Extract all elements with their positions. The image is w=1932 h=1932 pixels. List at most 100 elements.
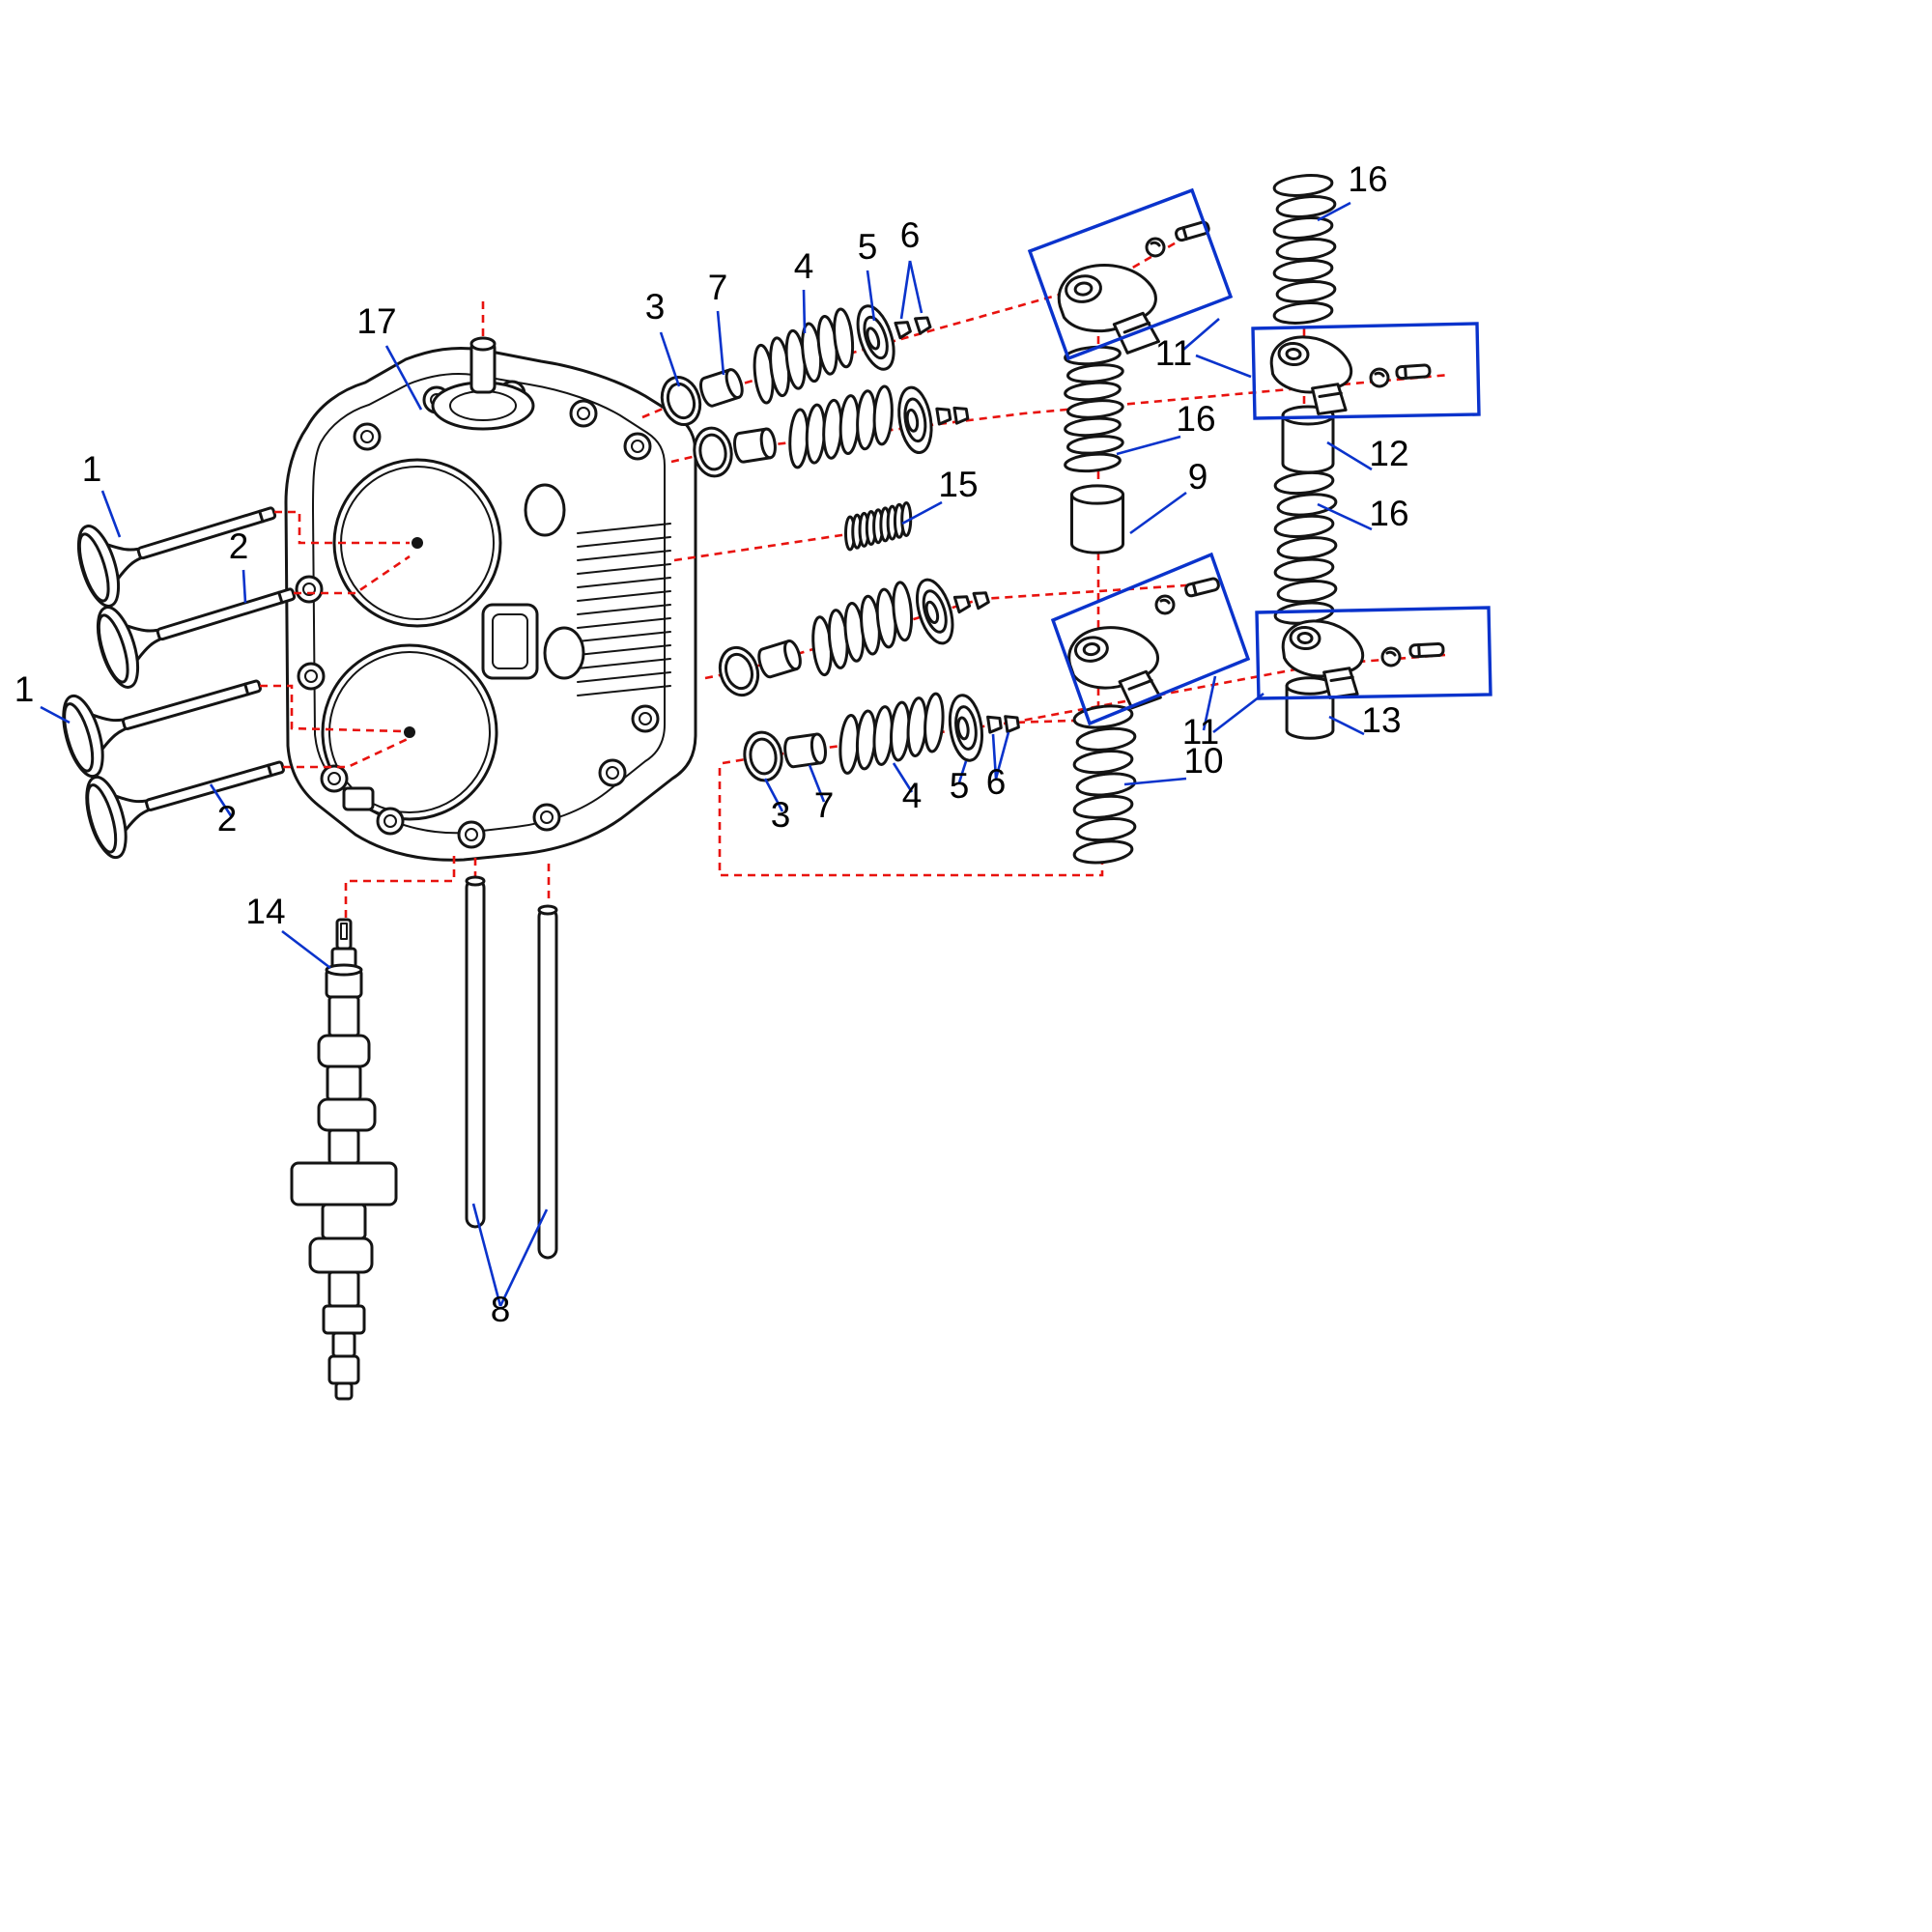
valve-keeper (952, 592, 973, 614)
callout-long-spring: 10 (1183, 741, 1223, 781)
valve-group-lower-1 (713, 574, 991, 701)
push-rods (467, 877, 556, 1258)
leader-13 (1329, 717, 1364, 734)
callout-cylinder-head: 17 (356, 301, 396, 341)
callout-seal-lower: 3 (771, 795, 791, 835)
rocker-box-2 (1253, 324, 1479, 418)
rocker-assembly-2 (1266, 333, 1432, 418)
callout-keepers-lower: 6 (986, 762, 1007, 802)
rocker-box-1 (1030, 190, 1231, 358)
valve-spring (795, 577, 930, 681)
callout-exhaust-valve-upper: 2 (229, 526, 249, 566)
rocker-assembly-3 (1064, 576, 1221, 718)
valve-spring (777, 382, 906, 472)
spring-retainer (849, 299, 902, 376)
callout-push-rods: 8 (491, 1290, 511, 1329)
pivot-ball (1145, 237, 1166, 258)
valve-keeper (1004, 713, 1021, 734)
pivot-ball (1154, 594, 1176, 615)
push-rod-1 (467, 879, 484, 1227)
valve-keeper (894, 318, 913, 340)
callout-camshaft: 14 (245, 892, 285, 931)
align-spring15-axis (674, 534, 848, 560)
callout-exhaust-valve-lower: 2 (217, 799, 238, 838)
rocker-spring-mid-right (1272, 469, 1339, 628)
callout-spring-16-mid-left: 16 (1176, 399, 1215, 439)
callout-intake-valve-upper: 1 (82, 449, 102, 489)
callout-spring-16-mid-right: 16 (1369, 494, 1408, 533)
lifter-center (1069, 484, 1125, 554)
camshaft (292, 920, 396, 1399)
exhaust-valve-lower (77, 724, 296, 864)
spring-seat (696, 366, 747, 410)
valve-stem-seal (713, 641, 765, 701)
leader-6-lower-b (996, 732, 1009, 779)
valve-stem-seal (689, 423, 737, 481)
spring-retainer (908, 574, 961, 649)
adjusting-spring (837, 498, 921, 554)
rocker-arm (1053, 256, 1165, 363)
leader-11-upper-a (1183, 319, 1219, 350)
leader-14 (282, 931, 330, 968)
spring-retainer (944, 692, 988, 764)
callout-spring-16-top: 16 (1348, 159, 1387, 199)
leader-10 (1124, 779, 1186, 784)
callout-adjusting-spring: 15 (938, 465, 978, 504)
rocker-box-3 (1053, 554, 1248, 724)
leader-9 (1130, 493, 1186, 533)
rocker-spring-mid-left (1063, 343, 1125, 475)
callout-boxes (1030, 190, 1491, 724)
callout-rocker-lower: 11 (1182, 712, 1219, 752)
cylinder-head (286, 338, 696, 860)
leader-3-upper (661, 332, 679, 386)
valve-train-parts (292, 171, 1445, 1399)
valve-keeper (952, 404, 970, 425)
callout-leaders (41, 203, 1372, 1306)
callout-spring-upper: 4 (794, 246, 814, 286)
valves (54, 470, 307, 864)
leader-16-mid-left (1117, 437, 1180, 454)
leader-8-a (473, 1204, 500, 1306)
leader-15 (902, 502, 942, 524)
valve-group-lower-2 (740, 689, 1021, 784)
callout-lifter-center: 9 (1188, 457, 1208, 497)
leader-6-upper-b (910, 261, 922, 313)
leader-3-lower (765, 779, 782, 811)
rocker-box-4 (1257, 608, 1491, 698)
leader-16-mid-right (1318, 504, 1372, 529)
callout-keepers-upper: 6 (900, 215, 921, 255)
spring-retainer (893, 384, 938, 457)
valve-keeper (986, 714, 1004, 734)
callout-retainer-lower: 5 (950, 766, 970, 806)
pivot-ball (1369, 367, 1390, 388)
leader-17 (386, 346, 421, 410)
callout-seat-lower: 7 (814, 785, 835, 825)
leader-6-upper-a (901, 261, 910, 319)
align-valve-1-upper (274, 512, 410, 543)
callout-lifter-upper-right: 12 (1369, 434, 1408, 473)
leader-7-upper (718, 311, 724, 375)
align-bottom-detour (720, 768, 1102, 875)
leader-4-upper (804, 290, 805, 333)
leader-1-upper (102, 491, 120, 537)
callout-seal-upper: 3 (645, 287, 666, 327)
adjuster-pin (1395, 363, 1432, 381)
align-row1-axis (642, 230, 1198, 417)
leader-11-upper-b (1196, 355, 1251, 377)
rocker-arm (1266, 333, 1355, 418)
push-rod-2 (539, 908, 556, 1258)
leader-11-lower-a (1204, 676, 1215, 730)
leader-5-upper (867, 270, 874, 321)
leader-1-lower (41, 707, 70, 723)
align-row2-axis (671, 375, 1449, 462)
callout-rocker-upper: 11 (1155, 333, 1192, 373)
leader-4-lower (894, 763, 912, 792)
valve-keeper (972, 588, 991, 611)
leader-11-lower-b (1213, 694, 1264, 732)
valve-spring (827, 689, 955, 778)
leader-8-b (500, 1209, 547, 1306)
callout-labels: 1 2 1 2 17 3 7 4 5 6 16 11 16 12 9 16 15… (14, 159, 1409, 1329)
intake-valve-lower (54, 643, 272, 782)
